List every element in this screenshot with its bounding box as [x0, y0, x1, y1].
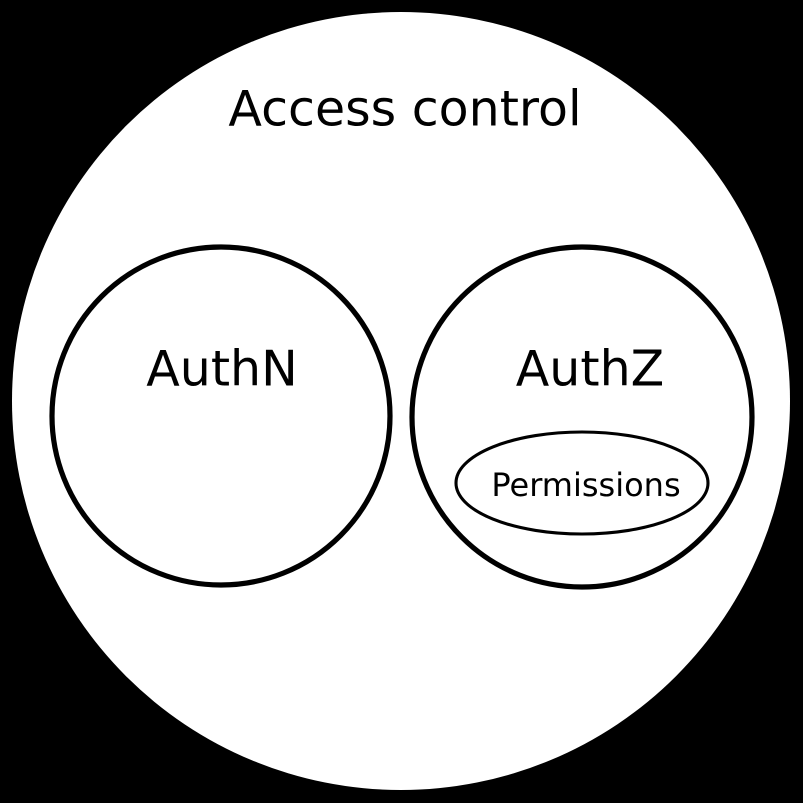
outer-set-label-access-control: Access control [228, 81, 581, 138]
nested-set-permissions-ellipse[interactable] [454, 430, 710, 536]
outer-set-access-control-circle[interactable] [12, 12, 790, 790]
subset-label-authz: AuthZ [516, 341, 664, 398]
subset-authn-circle[interactable] [49, 244, 393, 588]
subset-label-authn: AuthN [146, 341, 298, 398]
nested-set-label-permissions: Permissions [491, 466, 680, 504]
subset-authz-circle[interactable] [409, 244, 755, 590]
